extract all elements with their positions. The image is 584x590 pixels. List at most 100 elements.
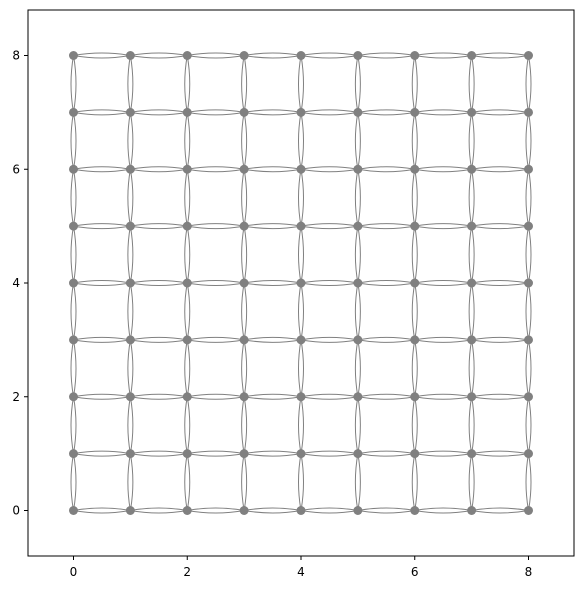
vertical-edge-arc [354,169,359,227]
horizontal-edge-arc [187,393,245,398]
horizontal-edge-arc [414,336,472,341]
horizontal-edge-arc [471,510,529,514]
graph-node [467,107,477,117]
vertical-edge-arc [73,339,77,397]
graph-node [125,449,135,459]
vertical-edge-arc [184,226,188,284]
vertical-edge-arc [414,396,418,454]
vertical-edge-arc [129,282,134,340]
vertical-edge-arc [468,282,473,340]
vertical-edge-arc [411,226,416,284]
vertical-edge-arc [241,339,245,397]
vertical-edge-arc [354,282,359,340]
graph-node [410,335,420,345]
y-tick-label: 8 [12,49,20,63]
vertical-edge-arc [414,55,418,113]
vertical-edge-arc [241,226,245,284]
graph-node [69,51,78,60]
horizontal-edge-arc [187,507,245,511]
horizontal-edge-arc [357,339,415,343]
graph-node [524,107,533,117]
graph-node [239,278,249,288]
horizontal-edge-arc [357,111,415,116]
horizontal-edge-arc [244,453,302,457]
horizontal-edge-arc [73,223,131,227]
graph-node [524,392,533,402]
vertical-edge-arc [471,112,475,170]
horizontal-edge-arc [414,225,472,230]
vertical-edge-arc [468,112,473,170]
graph-node [182,506,192,515]
vertical-edge-arc [468,453,473,511]
y-tick-label: 2 [12,390,20,404]
horizontal-edge-arc [73,111,131,116]
horizontal-edge-arc [187,510,245,514]
horizontal-edge-arc [414,507,472,511]
vertical-edge-arc [468,339,473,397]
vertical-edge-arc [186,226,191,284]
vertical-edge-arc [127,396,131,454]
vertical-edge-arc [186,453,191,511]
vertical-edge-arc [411,396,416,454]
x-tick-label: 4 [297,565,305,579]
vertical-edge-arc [414,282,418,340]
horizontal-edge-arc [130,55,188,59]
vertical-edge-arc [354,112,359,170]
vertical-edge-arc [525,339,529,397]
vertical-edge-arc [525,55,529,113]
horizontal-edge-arc [244,507,302,511]
vertical-edge-arc [184,169,188,227]
vertical-edge-arc [357,339,361,397]
horizontal-edge-arc [357,507,415,511]
vertical-edge-arc [241,55,245,113]
horizontal-edge-arc [357,453,415,457]
graph-node [125,107,135,117]
horizontal-edge-arc [471,111,529,116]
graph-node [239,335,249,345]
graph-node [296,278,306,288]
vertical-edge-arc [241,112,245,170]
vertical-edge-arc [127,339,131,397]
horizontal-edge-arc [187,282,245,286]
horizontal-edge-arc [187,52,245,56]
vertical-edge-arc [414,112,418,170]
vertical-edge-arc [525,112,529,170]
y-tick-label: 6 [12,162,20,176]
vertical-edge-arc [528,112,532,170]
graph-node [410,278,420,288]
horizontal-edge-arc [130,166,188,170]
horizontal-edge-arc [471,52,529,56]
horizontal-edge-arc [300,396,358,400]
vertical-edge-arc [73,282,77,340]
graph-node [353,164,363,174]
vertical-edge-arc [73,396,77,454]
graph-node [69,107,78,117]
vertical-edge-arc [471,453,475,511]
horizontal-edge-arc [471,282,529,286]
graph-node [353,335,363,345]
horizontal-edge-arc [73,453,131,457]
graph-node [182,392,192,402]
horizontal-edge-arc [357,450,415,455]
horizontal-edge-arc [244,225,302,230]
horizontal-edge-arc [471,450,529,455]
vertical-edge-arc [468,396,473,454]
horizontal-edge-arc [300,450,358,455]
horizontal-edge-arc [471,166,529,170]
graph-node [410,51,420,60]
vertical-edge-arc [241,453,245,511]
graph-node [239,107,249,117]
vertical-edge-arc [70,112,74,170]
horizontal-edge-arc [357,336,415,341]
horizontal-edge-arc [357,52,415,56]
graph-node [182,335,192,345]
vertical-edge-arc [300,226,304,284]
horizontal-edge-arc [244,223,302,227]
horizontal-edge-arc [73,393,131,398]
vertical-edge-arc [243,112,248,170]
vertical-edge-arc [411,282,416,340]
vertical-edge-arc [357,226,361,284]
vertical-edge-arc [528,169,532,227]
horizontal-edge-arc [244,109,302,113]
